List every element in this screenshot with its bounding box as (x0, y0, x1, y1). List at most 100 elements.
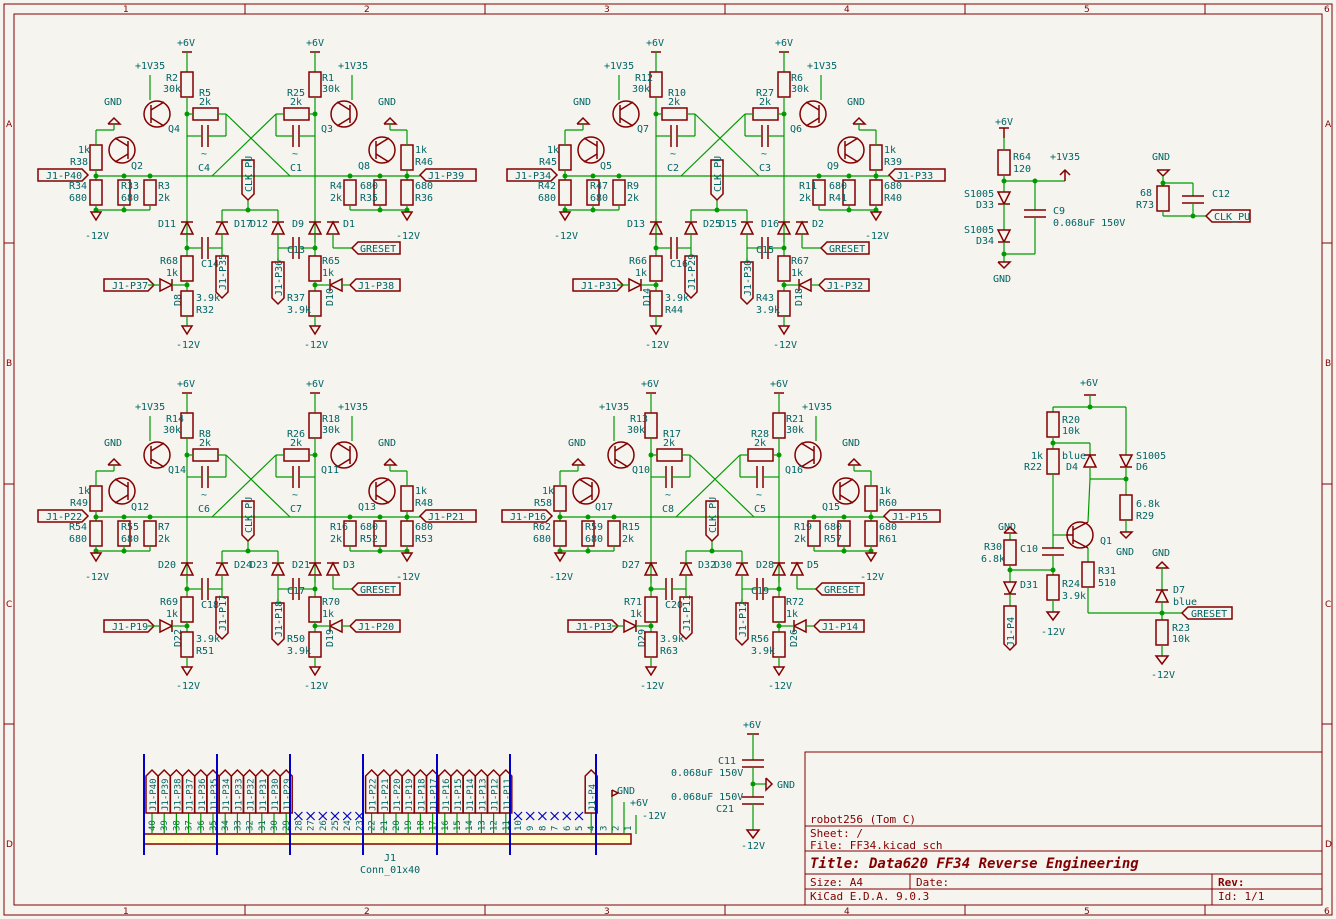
ref-label: R39 (884, 157, 902, 168)
resistor (143, 179, 157, 206)
transistor-collector (844, 137, 859, 147)
value-label: 1k (542, 486, 554, 497)
connector-pin-number: 2 (612, 826, 622, 831)
grid-row-label: B (1325, 359, 1331, 369)
rail-label: -12V (773, 340, 797, 351)
value-label: 680 (829, 181, 847, 192)
rail-label: +6V (770, 379, 788, 390)
transistor (330, 100, 358, 128)
cross-wire (225, 454, 291, 518)
junction (811, 514, 817, 520)
ref-label: C6 (198, 504, 210, 515)
connector-pin-number: 32 (246, 820, 256, 831)
ref-label: R47 (590, 181, 608, 192)
resistor (400, 144, 414, 171)
rail-label: GND (573, 97, 591, 108)
ref-label: R71 (624, 597, 642, 608)
diode (739, 220, 755, 235)
rail-label: GND (378, 97, 396, 108)
r22-ref: R22 (1024, 462, 1042, 473)
ref-label: D30 (714, 560, 732, 571)
value-label: 30k (322, 425, 340, 436)
rail-label: +1V35 (807, 61, 837, 72)
transistor (612, 100, 640, 128)
net-label-in (418, 168, 477, 182)
connector-pin-number: 6 (563, 826, 573, 831)
neg-rail-symbol (308, 325, 322, 336)
ref-label: D16 (761, 219, 779, 230)
value-label: 2k (627, 193, 639, 204)
connector-pin-label (242, 768, 257, 814)
d31-ref: D31 (1020, 580, 1038, 591)
ref-label: R25 (287, 88, 305, 99)
rail-label: -12V (860, 572, 884, 583)
gnd-symbol (107, 116, 122, 125)
rail-label: GND (104, 438, 122, 449)
resistor (89, 144, 103, 171)
rail-label: +6V (995, 117, 1013, 128)
value-label: 30k (627, 425, 645, 436)
ref-label: C8 (662, 504, 674, 515)
diode (270, 561, 286, 576)
connector-pin-label (145, 768, 159, 814)
junction (377, 548, 383, 554)
grid-col-label: 2 (364, 907, 370, 917)
grid-col-label: 3 (604, 5, 610, 15)
value-label: 2k (754, 438, 766, 449)
ref-label: Q11 (321, 465, 339, 476)
ref-label: R33 (121, 181, 139, 192)
reset-circuit: +6V R20 10k 1k R22 blue D4 S1005 D6 6.8k… (981, 378, 1233, 681)
rail-label: +6V (177, 38, 195, 49)
diode (159, 277, 174, 293)
net-label-in (817, 278, 870, 292)
value-label: ~ (665, 490, 671, 501)
connector-pin-label-text: J1-P15 (454, 778, 464, 811)
diode (628, 277, 643, 293)
rail-label: GND (1152, 548, 1170, 559)
resistor (864, 520, 878, 547)
value-label: 3.9k (287, 305, 311, 316)
ref-label: R9 (627, 181, 639, 192)
net-label-in-text: J1-P13 (576, 622, 612, 633)
value-label: 1k (166, 268, 178, 279)
net-label-in-text: J1-P40 (46, 171, 82, 182)
connector-pin-number: 10 (514, 820, 524, 831)
neg-rail-symbol (400, 211, 414, 222)
junction (776, 452, 782, 458)
d4-ref: D4 (1066, 462, 1078, 473)
net-label-in-text: J1-P15 (892, 512, 928, 523)
ref-label: C1 (290, 163, 302, 174)
r64-value: 120 (1013, 164, 1031, 175)
transistor-emitter (375, 494, 390, 504)
junction (616, 173, 622, 179)
ref-label: R56 (751, 634, 769, 645)
resistor (864, 485, 878, 512)
rail-label: +1V35 (135, 61, 165, 72)
transistor-emitter (375, 153, 390, 163)
connector-pin-number: 22 (368, 820, 378, 831)
transistor-emitter (614, 458, 629, 468)
ref-label: C14 (201, 259, 219, 270)
ref-label: R7 (158, 522, 170, 533)
resistor (180, 71, 194, 98)
greset-net-label (350, 241, 401, 255)
ref-label: R43 (756, 293, 774, 304)
connector-pin-label-text: J1-P14 (466, 778, 476, 811)
clk-pu-net-label (705, 500, 719, 543)
gnd-symbol (571, 457, 586, 466)
connector-pin-number: 40 (148, 820, 158, 831)
transistor-collector (619, 101, 634, 111)
ref-label: R49 (70, 498, 88, 509)
rail-label: -12V (1041, 627, 1065, 638)
net-label-in (37, 509, 90, 523)
transistor-emitter (619, 117, 634, 127)
resistor (558, 179, 572, 206)
rail-label: -12V (640, 681, 664, 692)
junction (347, 173, 353, 179)
rail-label: +6V (306, 38, 324, 49)
s1005-label: S1005 (964, 189, 994, 200)
connector-pin-label-text: J1-P12 (491, 778, 501, 811)
rail-label: +6V (646, 38, 664, 49)
net-label-in-text: J1-P21 (428, 512, 464, 523)
